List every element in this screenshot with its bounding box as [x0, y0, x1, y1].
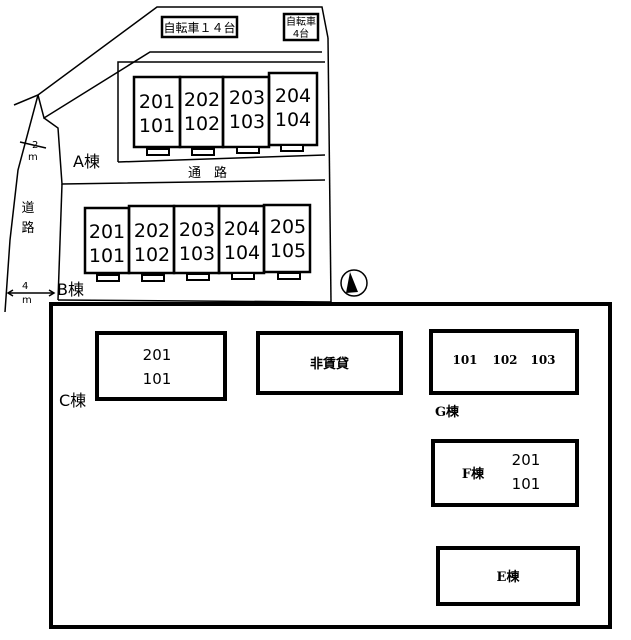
bike-parking-small: 自転車 4台 [282, 12, 320, 42]
non-rental-label: 非賃貸 [310, 356, 349, 372]
unit-b-101: 101 [89, 245, 125, 267]
building-c-label: C棟 [59, 391, 86, 410]
width-4m-number: 4 [22, 281, 28, 292]
site-boundary [4, 6, 332, 313]
unit-b-104: 104 [224, 242, 260, 264]
bike-parking-large-label: 自転車１４台 [163, 20, 235, 35]
unit-a-101: 101 [139, 115, 175, 137]
unit-a-202: 202 [184, 89, 220, 111]
building-e: E棟 [436, 546, 580, 606]
bike-parking-small-label-1: 自転車 [286, 15, 316, 28]
building-g: 101 102 103 G棟 [429, 329, 579, 420]
lower-lot [49, 302, 612, 629]
bike-parking-large: 自転車１４台 [160, 15, 239, 39]
bike-parking-small-label-2: 4台 [293, 27, 309, 40]
building-f-label: F棟 [462, 466, 485, 482]
building-non-rental: 非賃貸 [256, 331, 403, 395]
unit-a-204: 204 [275, 85, 311, 107]
unit-b-204: 204 [224, 218, 260, 240]
unit-b-105: 105 [270, 240, 306, 262]
north-arrow-icon [340, 269, 368, 297]
unit-g-101: 101 [452, 353, 477, 367]
building-c: 201 101 C棟 [59, 331, 227, 410]
unit-f-101: 101 [512, 475, 541, 493]
unit-c-101: 101 [143, 370, 172, 388]
road-label-2: 路 [21, 220, 34, 236]
road-label-1: 道 [21, 201, 34, 216]
unit-a-203: 203 [229, 87, 265, 109]
unit-b-202: 202 [134, 220, 170, 242]
unit-b-201: 201 [89, 221, 125, 243]
unit-a-104: 104 [275, 109, 311, 131]
unit-a-102: 102 [184, 113, 220, 135]
unit-a-201: 201 [139, 91, 175, 113]
road-annotations: 道 路 2 m 4 m [6, 140, 56, 306]
unit-g-103: 103 [530, 353, 555, 367]
building-b: 201 101 202 102 203 103 204 104 205 105 … [57, 203, 312, 299]
unit-f-201: 201 [512, 451, 541, 469]
building-g-label: G棟 [435, 404, 460, 420]
unit-b-103: 103 [179, 243, 215, 265]
building-e-label: E棟 [497, 569, 521, 585]
unit-c-201: 201 [143, 346, 172, 364]
building-b-label: B棟 [57, 280, 84, 299]
building-a-label: A棟 [73, 152, 100, 171]
unit-g-102: 102 [492, 353, 517, 367]
unit-b-102: 102 [134, 244, 170, 266]
passage-label: 通 路 [188, 165, 227, 181]
unit-b-205: 205 [270, 216, 306, 238]
unit-a-103: 103 [229, 111, 265, 133]
width-2m-unit: m [28, 152, 38, 163]
unit-b-203: 203 [179, 219, 215, 241]
width-2m-number: 2 [32, 140, 38, 151]
building-f: F棟 201 101 [431, 439, 579, 507]
building-a: 201 101 202 102 203 103 204 104 A棟 [73, 71, 319, 171]
width-4m-unit: m [22, 295, 32, 306]
